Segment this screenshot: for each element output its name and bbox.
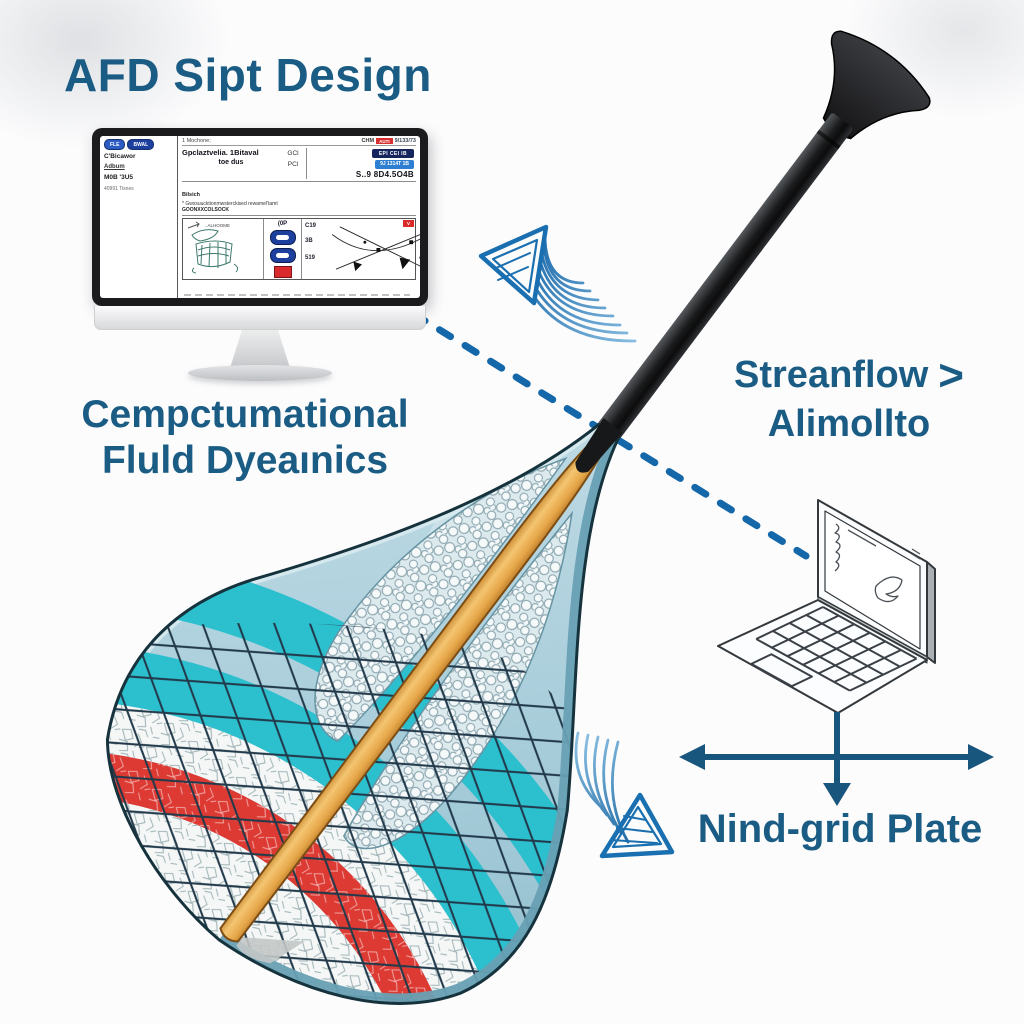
- mesh-sketch: ..ALHOOME: [183, 219, 264, 279]
- panel-red-badge: V: [402, 220, 414, 227]
- titlebar-brand: CHM: [361, 138, 375, 144]
- node-graph-panel: C19 3B 519 V: [302, 219, 420, 279]
- node-graph: [331, 226, 420, 272]
- header-metric-2: PCl: [287, 161, 299, 168]
- red-button: [273, 266, 292, 278]
- windgrid-caption: Nind-grid Plate: [697, 807, 983, 851]
- streamline-arrow-upper-icon: [478, 224, 637, 343]
- titlebar-red-badge: AUTI: [376, 138, 393, 144]
- content-panel: ..ALHOOME: [182, 218, 420, 280]
- paddle-blade: [32, 399, 672, 1024]
- screen-titlebar: 1 Mochone; CHM AUTI 9/133/73: [182, 138, 416, 146]
- note-heading: Bilsich: [182, 192, 201, 198]
- note-line: GOONXXCOLSOCK: [182, 207, 229, 213]
- screen-footnote-line: [184, 294, 410, 296]
- streamline-arrow-lower-icon: [574, 731, 675, 859]
- monitor-chin: [94, 306, 426, 330]
- sketch-label: ..ALHOOME: [205, 223, 231, 228]
- header-button-navy: EPI CEI IB: [371, 149, 414, 158]
- monitor-bezel: FLE BWAL C'Bicawor Adbum M0B '3U5 40991 …: [92, 128, 428, 306]
- screen-main: 1 Mochone; CHM AUTI 9/133/73 Gpclaztveli…: [178, 136, 420, 298]
- screen-sidebar: FLE BWAL C'Bicawor Adbum M0B '3U5 40991 …: [100, 136, 178, 298]
- paddle-grip: [822, 30, 931, 140]
- paddle-shaft: [567, 113, 853, 481]
- blade-spine: [219, 421, 616, 943]
- sidebar-tab-2: BWAL: [127, 139, 155, 150]
- sidebar-item: Adbum: [104, 164, 125, 170]
- header-subtitle: toe dus: [218, 158, 244, 166]
- sidebar-item: C'Bicawor: [104, 153, 136, 160]
- streamflow-caption: Streanflow> Alimollto: [698, 350, 1000, 447]
- toggle-switch-1: [269, 230, 296, 245]
- sketch-drawing: [187, 221, 239, 274]
- cfd-caption-line2: Fluld Dyeaınics: [101, 439, 389, 483]
- streamflow-line1: Streanflow: [734, 354, 929, 396]
- graph-row-label: 3B: [305, 238, 313, 244]
- chevron-right-icon: >: [938, 351, 964, 400]
- header-title: Gpclaztvelia. 1Bitaval: [182, 148, 259, 157]
- toggle-column: (0P: [264, 219, 302, 279]
- header-metric-1: GCl: [287, 150, 299, 157]
- laptop-keyboard: [729, 607, 916, 703]
- cfd-caption: Cempctumational Fluld Dyeaınics: [38, 392, 452, 484]
- laptop-trackpad: [751, 654, 812, 686]
- header-button-blue: 9J 1314T 1B: [375, 159, 414, 169]
- toggle-switch-2: [269, 248, 296, 263]
- toggle-label: (0P: [277, 221, 288, 227]
- monitor-base: [188, 365, 332, 381]
- laptop-sketch: [717, 499, 936, 714]
- monitor-stand: [230, 330, 290, 368]
- sidebar-item: M0B '3U5: [104, 174, 133, 181]
- graph-row-label: C19: [305, 223, 317, 229]
- down-arrow: [823, 712, 851, 806]
- desktop-monitor: FLE BWAL C'Bicawor Adbum M0B '3U5 40991 …: [92, 128, 428, 390]
- header-value: S..9 8D4.5O4B: [355, 170, 414, 179]
- laptop-screen-sketch: [834, 523, 921, 603]
- notes-block: Bilsich * Gwxsuucktionmwsterckised rewam…: [182, 182, 416, 216]
- streamflow-line2: Alimollto: [767, 402, 931, 445]
- main-title: AFD Sipt Design: [64, 49, 432, 101]
- titlebar-date: 9/133/73: [394, 138, 416, 144]
- axis-arrows: [679, 712, 994, 806]
- sidebar-tab-1: FLE: [104, 139, 126, 150]
- titlebar-text: 1 Mochone;: [182, 138, 211, 144]
- note-line: * Gwxsuucktionmwsterckised rewamel'tamt: [182, 201, 278, 207]
- cfd-caption-line1: Cempctumational: [81, 393, 409, 436]
- monitor-screen: FLE BWAL C'Bicawor Adbum M0B '3U5 40991 …: [100, 136, 420, 298]
- screen-header: Gpclaztvelia. 1Bitaval toe dus GCl PCl E…: [182, 146, 416, 182]
- sidebar-item: 40991 Tisnes: [104, 186, 134, 192]
- graph-row-label: 519: [305, 255, 316, 261]
